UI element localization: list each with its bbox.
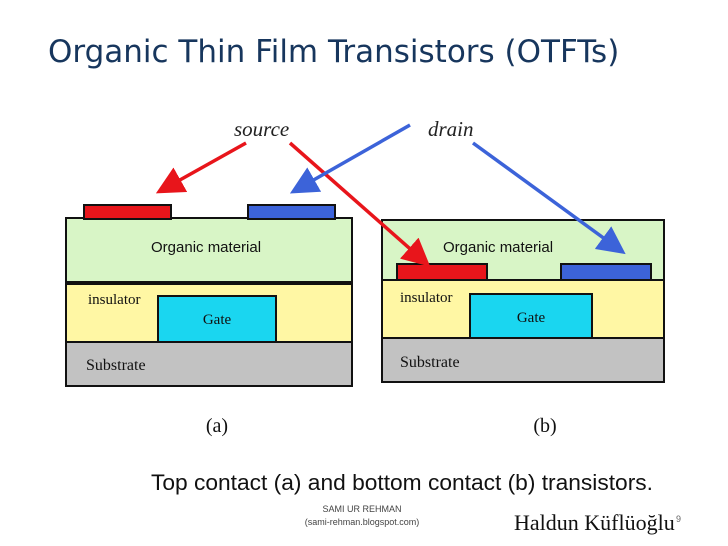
panel-a-source-contact [83,204,172,220]
panel-b-gate-label: Gate [517,310,546,326]
panel-b-substrate-layer [381,337,665,383]
panel-a-organic-label: Organic material [151,239,261,256]
panel-b-label: (b) [533,415,556,437]
panel-a-substrate-label: Substrate [86,357,146,374]
panel-b-gate [469,293,593,339]
diagram-caption: Top contact (a) and bottom contact (b) t… [151,470,653,495]
panel-a-label: (a) [206,415,228,437]
panel-a-drain-contact [247,204,336,220]
footer-url: (sami-rehman.blogspot.com) [304,517,420,527]
panel-b-drain-contact [560,263,652,281]
panel-b-source-contact [396,263,488,281]
author-signature: Haldun Küflüoğlu [514,510,675,535]
panel-a-device: Organic material insulator Gate Substrat… [65,204,353,387]
source-label: source [234,117,289,141]
slide-title: Organic Thin Film Transistors (OTFTs) [48,34,620,70]
panel-a-gate-label: Gate [203,312,232,328]
panel-a-substrate-layer [65,341,353,387]
panel-b-insulator-label: insulator [400,290,453,306]
panel-b-substrate-label: Substrate [400,354,460,371]
panel-b-device: Organic material insulator Gate Substrat… [381,219,665,383]
source-arrow-a [155,141,247,194]
source-arrow-b [288,141,431,267]
slide-number: 9 [676,514,682,524]
drain-label: drain [428,117,474,141]
drain-arrow-b [471,141,626,255]
panel-a-insulator-label: insulator [88,292,141,308]
panel-a-gate [157,295,277,343]
footer-name: SAMI UR REHMAN [322,504,402,514]
panel-b-organic-label: Organic material [443,239,553,256]
footer-credit: SAMI UR REHMAN (sami-rehman.blogspot.com… [262,503,462,529]
drain-arrow-a [289,123,411,194]
panel-a-organic-layer [65,217,353,283]
